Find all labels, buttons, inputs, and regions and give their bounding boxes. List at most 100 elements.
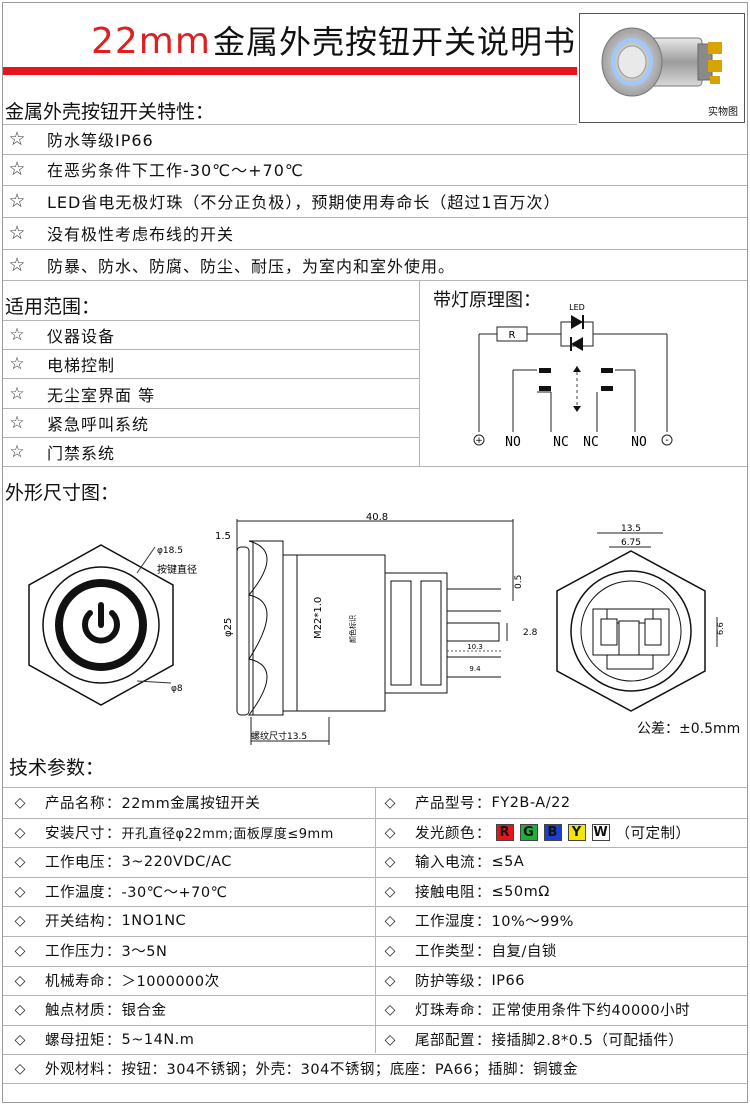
spec-row: ◇触点材质：银合金◇灯珠寿命：正常使用条件下约40000小时	[3, 995, 747, 1024]
back-height: 6.6	[716, 622, 725, 635]
feature-text: 没有极性考虑布线的开关	[47, 225, 235, 244]
side-view-drawing: 40.8 1.5 φ25 M22*1.0 颜色标识 0.5	[201, 511, 539, 751]
power-icon	[82, 610, 120, 644]
spec-row: ◇开关结构：1NO1NC◇工作湿度：10%～99%	[3, 906, 747, 935]
color-swatch: G	[519, 824, 538, 841]
features-title-row: 金属外壳按钮开关特性：	[5, 95, 214, 125]
spec-label: 触点材质	[45, 1003, 105, 1019]
terminal-label: NO	[505, 435, 521, 450]
spec-label: 螺母扭矩	[45, 1033, 105, 1049]
spec-label: 工作类型	[415, 944, 475, 960]
divider	[3, 408, 419, 409]
led-label: LED	[569, 303, 585, 312]
body-diameter: φ25	[223, 618, 234, 637]
spec-cell: ◇工作压力：3～5N	[9, 936, 167, 965]
feature-text: 在恶劣条件下工作-30℃～+70℃	[47, 161, 304, 180]
spec-value: ≤50mΩ	[491, 883, 550, 900]
spec-label: 工作温度	[45, 885, 105, 901]
spec-value: 3～5N	[121, 944, 168, 960]
terminal-label: NC	[583, 435, 599, 450]
application-item: ☆ 无尘室界面 等	[3, 379, 155, 409]
spec-cell: ◇ 外观材料 ： 按钮：304不锈钢；外壳：304不锈钢；底座：PA66；插脚：…	[9, 1054, 578, 1083]
spec-cell: ◇触点材质：银合金	[9, 995, 167, 1024]
spec-value: ≤5A	[491, 853, 525, 870]
star-icon: ☆	[9, 384, 25, 404]
divider	[3, 1083, 747, 1084]
spec-cell: ◇安装尺寸：开孔直径φ22mm;面板厚度≤9mm	[9, 818, 334, 847]
spec-row: ◇产品名称：22mm金属按钮开关◇产品型号：FY2B-A/22	[3, 788, 747, 817]
total-length: 40.8	[366, 512, 388, 523]
divider	[3, 124, 577, 125]
spec-value: 自复/自锁	[491, 944, 557, 960]
diamond-icon: ◇	[14, 942, 26, 959]
spec-cell: ◇螺母扭矩：5~14N.m	[9, 1025, 194, 1054]
spec-label: 灯珠寿命	[415, 1003, 475, 1019]
color-swatch: W	[591, 824, 610, 841]
spec-value: 5~14N.m	[121, 1031, 195, 1048]
star-icon: ☆	[9, 325, 25, 345]
spec-value: 10%～99%	[491, 914, 574, 930]
star-icon: ☆	[8, 222, 26, 244]
spec-cell: ◇尾部配置：接插脚2.8*0.5（可配插件）	[379, 1025, 683, 1054]
led-ring-diameter: φ8	[171, 684, 183, 694]
diamond-icon: ◇	[384, 1001, 396, 1018]
spec-value: （可定制）	[615, 826, 691, 842]
star-icon: ☆	[9, 442, 25, 462]
spec-cell: ◇接触电阻：≤50mΩ	[379, 877, 550, 906]
spec-label: 输入电流	[415, 855, 475, 871]
feature-item: ☆ 防暴、防水、防腐、防尘、耐压，为室内和室外使用。	[3, 250, 455, 280]
thread-length-label: 螺纹尺寸13.5	[251, 730, 307, 742]
spec-row-material: ◇ 外观材料 ： 按钮：304不锈钢；外壳：304不锈钢；底座：PA66；插脚：…	[3, 1054, 747, 1083]
diamond-icon: ◇	[384, 794, 396, 811]
circuit-title: 带灯原理图：	[433, 290, 541, 311]
application-text: 仪器设备	[47, 327, 116, 346]
diamond-icon: ◇	[384, 1031, 396, 1048]
diamond-icon: ◇	[14, 883, 26, 900]
spec-value: FY2B-A/22	[491, 794, 571, 811]
application-text: 紧急呼叫系统	[47, 415, 150, 434]
specs-title: 技术参数：	[9, 756, 105, 779]
diamond-icon: ◇	[14, 853, 26, 870]
spec-cell: ◇机械寿命：＞1000000次	[9, 966, 220, 995]
divider	[3, 466, 747, 467]
diamond-icon: ◇	[384, 883, 396, 900]
star-icon: ☆	[9, 354, 25, 374]
divider	[3, 280, 747, 281]
product-photo-illustration	[601, 27, 722, 97]
application-text: 电梯控制	[47, 356, 116, 375]
feature-text: 防暴、防水、防腐、防尘、耐压，为室内和室外使用。	[47, 257, 456, 276]
spec-row: ◇机械寿命：＞1000000次◇防护等级：IP66	[3, 966, 747, 995]
application-item: ☆ 仪器设备	[3, 320, 115, 350]
dimensions-title: 外形尺寸图：	[5, 481, 120, 504]
spec-value: 3~220VDC/AC	[121, 853, 232, 870]
spec-cell: ◇产品型号：FY2B-A/22	[379, 788, 571, 817]
column-divider	[419, 280, 420, 466]
applications-title-row: 适用范围：	[5, 290, 100, 320]
bezel-thickness: 1.5	[215, 531, 231, 542]
star-icon: ☆	[8, 128, 26, 150]
application-text: 无尘室界面 等	[47, 386, 156, 405]
feature-item: ☆ 在恶劣条件下工作-30℃～+70℃	[3, 154, 304, 184]
application-item: ☆ 门禁系统	[3, 437, 115, 467]
divider	[3, 249, 747, 250]
spec-cell: ◇开关结构：1NO1NC	[9, 906, 186, 935]
feature-item: ☆ 没有极性考虑布线的开关	[3, 218, 234, 248]
star-icon: ☆	[9, 413, 25, 433]
diamond-icon: ◇	[14, 1031, 26, 1048]
pin-length-2: 9.4	[469, 665, 481, 673]
pin-thickness: 0.5	[514, 575, 524, 589]
spec-cell: ◇工作温度：-30℃～+70℃	[9, 877, 227, 906]
title-text: 金属外壳按钮开关说明书	[212, 23, 576, 61]
spec-row: ◇工作温度：-30℃～+70℃◇接触电阻：≤50mΩ	[3, 877, 747, 906]
spec-row: ◇工作电压：3~220VDC/AC◇输入电流：≤5A	[3, 847, 747, 876]
tolerance: 公差：±0.5mm	[637, 721, 741, 737]
product-photo-label: 实物图	[708, 107, 738, 118]
diamond-icon: ◇	[14, 1060, 26, 1077]
plus-terminal: +	[475, 436, 483, 446]
spec-label: 机械寿命	[45, 974, 105, 990]
product-photo: 实物图	[579, 13, 745, 123]
application-item: ☆ 电梯控制	[3, 349, 115, 379]
diamond-icon: ◇	[14, 972, 26, 989]
